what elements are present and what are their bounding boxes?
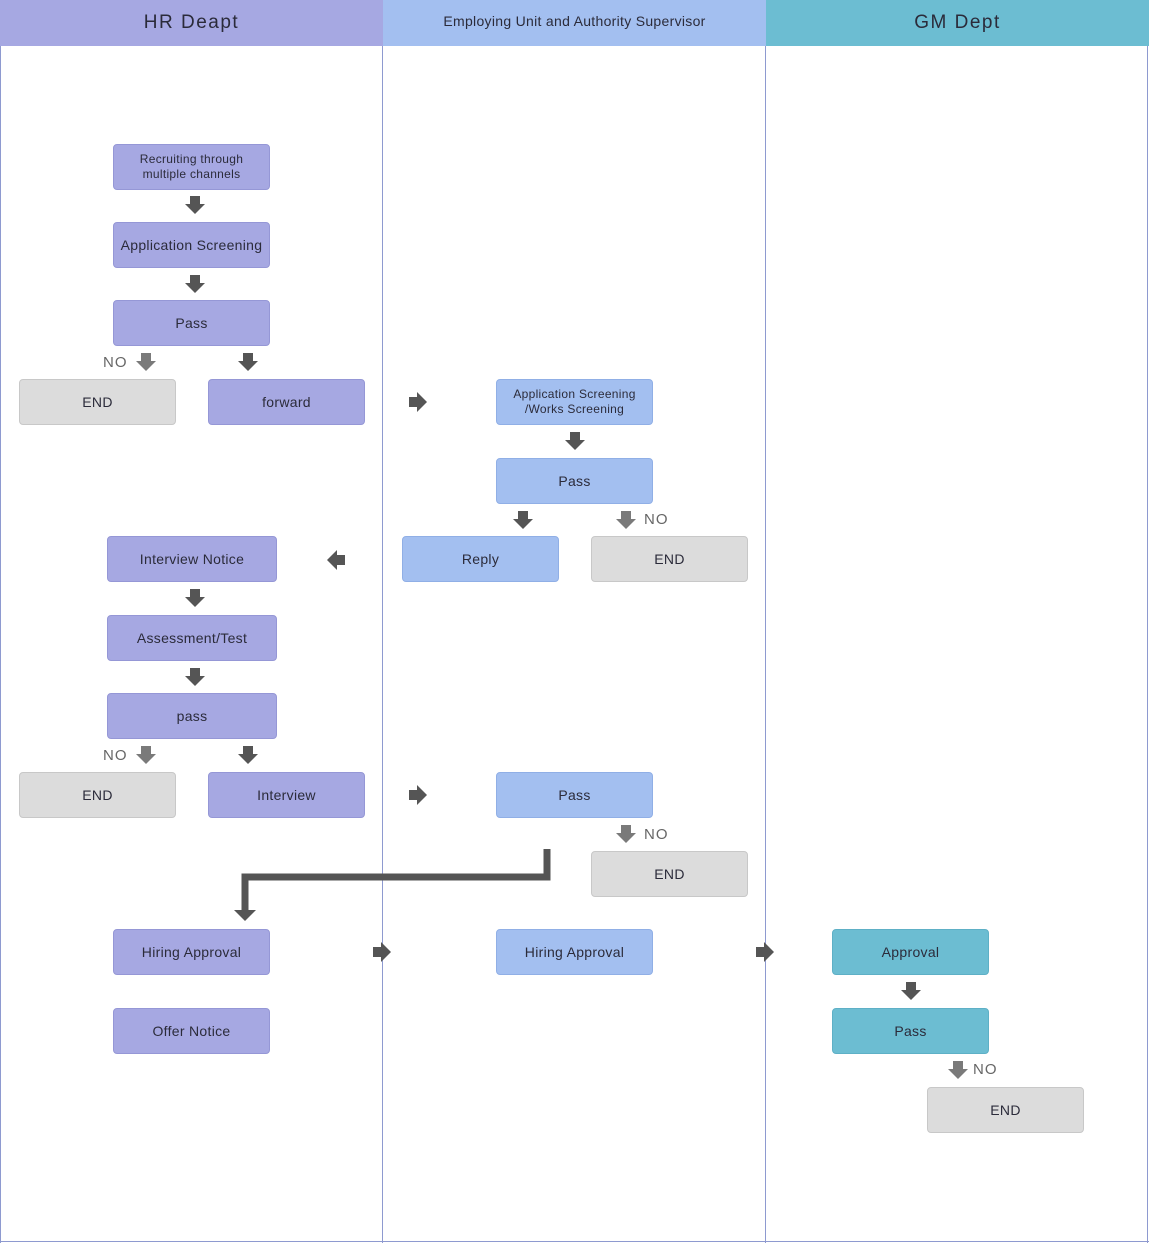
eu-hiring-approval-step[interactable]: Hiring Approval	[496, 929, 653, 975]
hr-hiring-approval-step[interactable]: Hiring Approval	[113, 929, 270, 975]
arrow-down-icon	[901, 982, 921, 1000]
gm-pass-decision[interactable]: Pass	[832, 1008, 989, 1054]
arrow-down-icon	[238, 746, 258, 764]
arrow-down-icon	[238, 353, 258, 371]
works-screening-label-line1: Application Screening	[513, 387, 636, 401]
lane-header-gm: GM Dept	[766, 0, 1149, 46]
recruiting-label-line1: Recruiting through	[139, 152, 244, 166]
eu-pass-decision[interactable]: Pass	[496, 772, 653, 818]
hr-end-node[interactable]: END	[19, 379, 176, 425]
reply-step[interactable]: Reply	[402, 536, 559, 582]
arrow-down-no-icon	[616, 825, 636, 843]
arrow-down-no-icon	[948, 1061, 968, 1079]
arrow-down-no-icon	[136, 353, 156, 371]
lane-divider	[0, 46, 1, 1243]
works-screening-step[interactable]: Application Screening /Works Screening	[496, 379, 653, 425]
lane-divider	[765, 46, 766, 1243]
arrow-head-icon	[234, 910, 256, 921]
lane-divider	[1147, 46, 1148, 1243]
hr-end-node[interactable]: END	[19, 772, 176, 818]
no-label: NO	[103, 354, 128, 371]
recruiting-step[interactable]: Recruiting through multiple channels	[113, 144, 270, 190]
assessment-test-step[interactable]: Assessment/Test	[107, 615, 277, 661]
gm-approval-step[interactable]: Approval	[832, 929, 989, 975]
arrow-down-no-icon	[136, 746, 156, 764]
arrow-down-icon	[565, 432, 585, 450]
arrow-right-icon	[409, 392, 427, 412]
lane-divider	[382, 46, 383, 1243]
elbow-connector	[241, 849, 551, 912]
hr-pass-decision[interactable]: Pass	[113, 300, 270, 346]
eu-pass-decision[interactable]: Pass	[496, 458, 653, 504]
interview-notice-step[interactable]: Interview Notice	[107, 536, 277, 582]
arrow-down-no-icon	[616, 511, 636, 529]
forward-step[interactable]: forward	[208, 379, 365, 425]
arrow-down-icon	[185, 668, 205, 686]
arrow-down-icon	[185, 196, 205, 214]
no-label: NO	[644, 826, 669, 843]
no-label: NO	[644, 511, 669, 528]
no-label: NO	[103, 747, 128, 764]
gm-end-node[interactable]: END	[927, 1087, 1084, 1133]
offer-notice-step[interactable]: Offer Notice	[113, 1008, 270, 1054]
arrow-down-icon	[185, 589, 205, 607]
recruiting-label-line2: multiple channels	[142, 167, 241, 181]
no-label: NO	[973, 1061, 998, 1078]
arrow-down-icon	[513, 511, 533, 529]
lane-header-hr: HR Deapt	[0, 0, 383, 46]
lane-bottom-border	[0, 1241, 1149, 1242]
arrow-left-icon	[327, 550, 345, 570]
arrow-down-icon	[185, 275, 205, 293]
lane-header-employing-unit: Employing Unit and Authority Supervisor	[383, 0, 766, 46]
arrow-right-icon	[409, 785, 427, 805]
application-screening-step[interactable]: Application Screening	[113, 222, 270, 268]
works-screening-label-line2: /Works Screening	[524, 402, 625, 416]
interview-step[interactable]: Interview	[208, 772, 365, 818]
eu-end-node[interactable]: END	[591, 536, 748, 582]
eu-end-node[interactable]: END	[591, 851, 748, 897]
hr-pass-decision[interactable]: pass	[107, 693, 277, 739]
